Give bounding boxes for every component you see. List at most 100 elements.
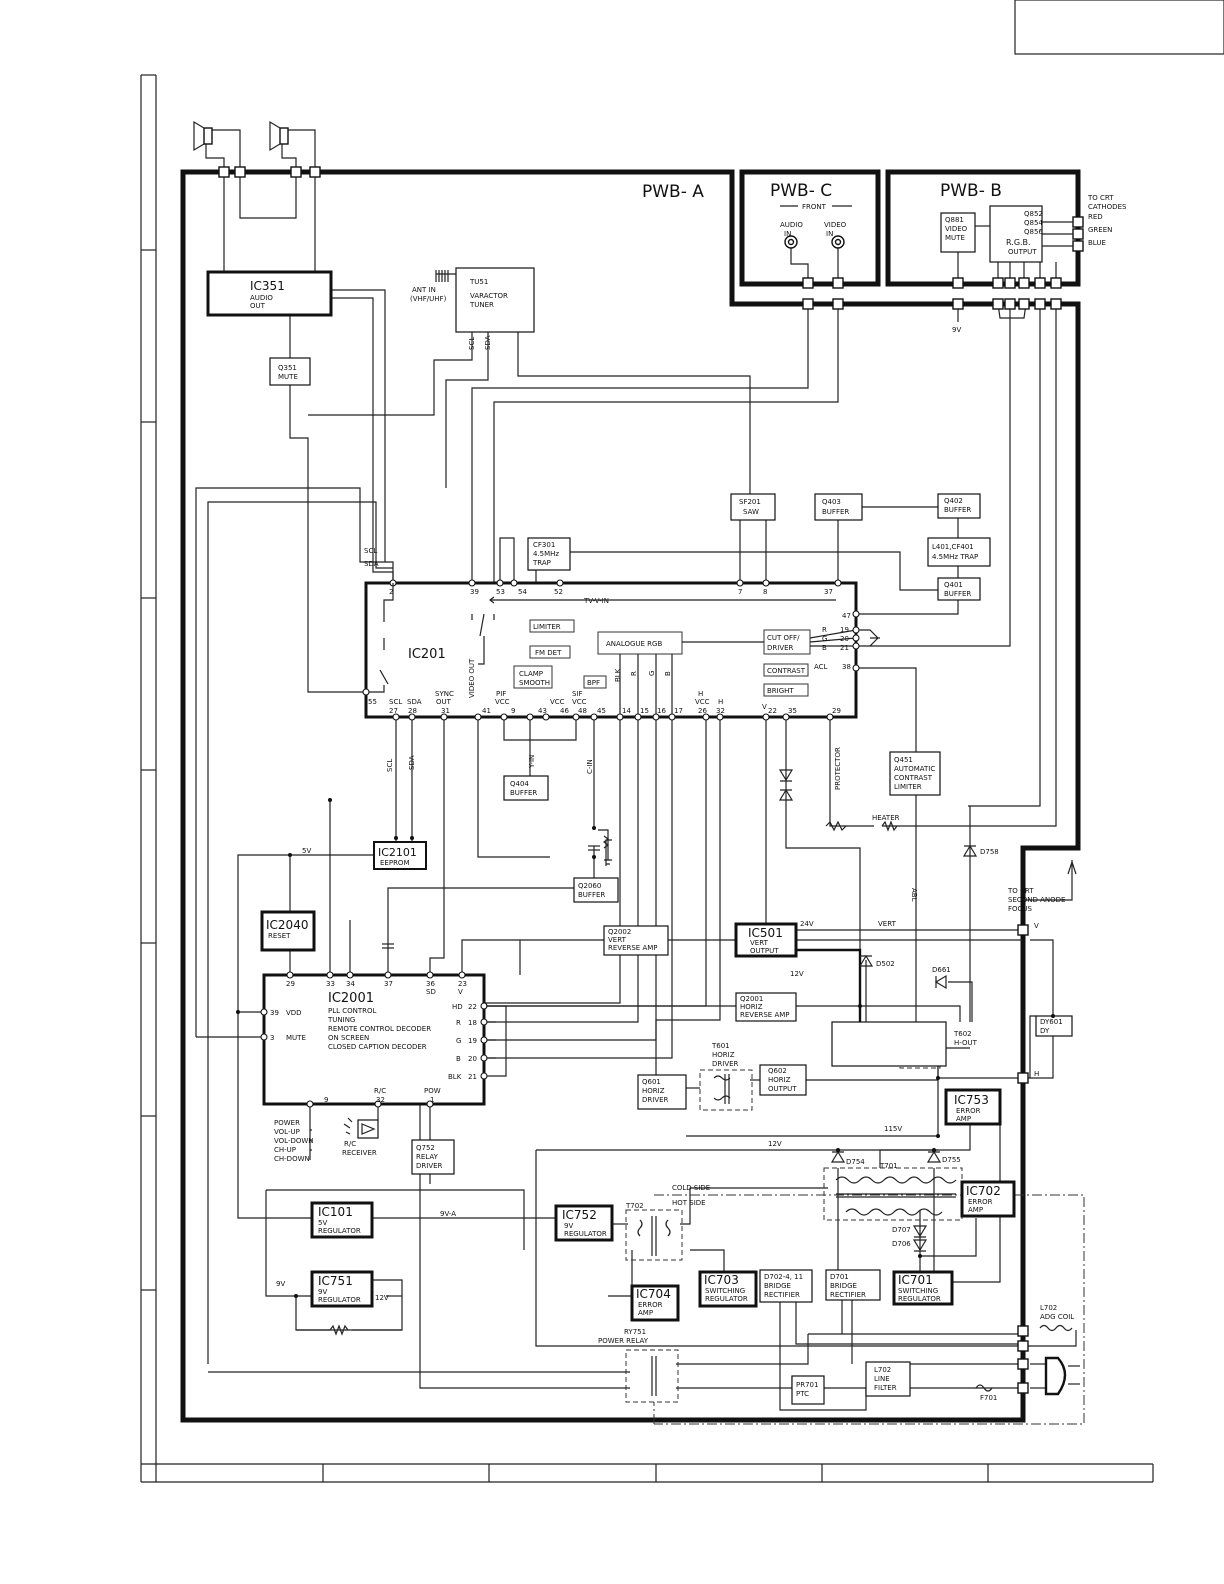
d755-label: D755	[942, 1156, 961, 1164]
supply-12v-b-label: 12V	[768, 1140, 782, 1148]
hot-side-label: HOT SIDE	[672, 1199, 706, 1207]
ac-plug-icon	[1044, 1356, 1080, 1396]
ic2001-block: IC2001 PLL CONTROL TUNING REMOTE CONTROL…	[260, 971, 507, 1108]
ic2001-rp-2-label: G	[456, 1037, 461, 1045]
ic201-rgb-pin-2-label: B	[822, 644, 827, 652]
page-frame	[140, 0, 1224, 1483]
ic753-name: IC753	[954, 1093, 989, 1107]
l702-filter-line-2: FILTER	[874, 1384, 897, 1392]
vert-label: VERT	[878, 920, 897, 928]
ic351-block: IC351 AUDIO OUT	[206, 270, 333, 317]
ic2001-tp-0: 29	[286, 980, 295, 988]
ic501-line-1: OUTPUT	[750, 947, 779, 955]
t701-label: T701	[879, 1162, 898, 1170]
ic2001-lp-0-label: VDD	[286, 1009, 302, 1017]
q752-line-1: RELAY	[416, 1153, 439, 1161]
t602-line-1: H-OUT	[954, 1039, 978, 1047]
ic2001-line-2: REMOTE CONTROL DECODER	[328, 1025, 431, 1033]
ic2001-tl-1: V	[458, 988, 463, 996]
ic2001-tp-1: 33	[326, 980, 335, 988]
sf201-block: SF201 SAW	[730, 493, 776, 521]
supply-12v-c-label: 12V	[375, 1294, 389, 1302]
l401-line-1: 4.5MHz TRAP	[932, 553, 978, 561]
q404-line-0: Q404	[510, 780, 529, 788]
key-1: VOL-UP	[274, 1128, 300, 1136]
q2002-line-0: Q2002	[608, 928, 631, 936]
ic501-name: IC501	[748, 926, 783, 940]
ic2001-tl-0: SD	[426, 988, 436, 996]
ic2001-lp-1-num: 3	[270, 1034, 274, 1042]
crt-red: RED	[1088, 213, 1103, 221]
crt-anode-line-1: SECOND ANODE	[1008, 896, 1065, 904]
q602-line-0: Q602	[768, 1067, 787, 1075]
q451-line-3: LIMITER	[894, 783, 922, 791]
q403-line-1: BUFFER	[822, 508, 849, 516]
ic2001-rp-0-label: HD	[452, 1003, 463, 1011]
ic2101-name: IC2101	[378, 846, 417, 859]
ic201-bl-10: VCC	[695, 698, 710, 706]
ic703-line-1: REGULATOR	[705, 1295, 748, 1303]
q881-line-0: Q881	[945, 216, 964, 224]
ic201-rgb-pin-1-num: 20	[840, 635, 849, 643]
ic752-line-1: REGULATOR	[564, 1230, 607, 1238]
bus-scl-label: SCL	[364, 547, 377, 555]
ic703-line-0: SWITCHING	[705, 1287, 745, 1295]
f701-label: F701	[980, 1394, 997, 1402]
ic201-fm-det: FM DET	[535, 649, 562, 657]
pwb-c-labels: FRONT AUDIO IN VIDEO IN	[780, 203, 852, 238]
ic201-bl-3: OUT	[436, 698, 452, 706]
ic201-contrast: CONTRAST	[767, 667, 806, 675]
ic201-bp-15: 22	[768, 707, 777, 715]
d758-label: D758	[980, 848, 999, 856]
ic2001-right-pins: HD 22 R 18 G 19 B 20 BLK 21	[448, 1002, 488, 1081]
d701-block: D701 BRIDGE RECTIFIER	[825, 1269, 881, 1301]
ic201-bp-2: 31	[441, 707, 450, 715]
ic701-line-1: REGULATOR	[898, 1295, 941, 1303]
t601-line-0: T601	[711, 1042, 730, 1050]
pr701-line-1: PTC	[796, 1390, 809, 1398]
ic201-blk: BLK	[614, 668, 622, 682]
l702-coil-line-0: L702	[1040, 1304, 1057, 1312]
supply-9v-a-label: 9V-A	[440, 1210, 456, 1218]
q881-line-2: MUTE	[945, 234, 965, 242]
q401-line-0: Q401	[944, 581, 963, 589]
rc-receiver-line-1: RECEIVER	[342, 1149, 377, 1157]
d502-label: D502	[876, 960, 895, 968]
rc-receiver-line-0: R/C	[344, 1140, 356, 1148]
key-0: POWER	[274, 1119, 300, 1127]
d754-label: D754	[846, 1158, 865, 1166]
pwb-a-label: PWB- A	[642, 182, 704, 202]
ic2001-rp-1-label: R	[456, 1019, 461, 1027]
ic201-bp-8: 45	[597, 707, 606, 715]
cf301-block: CF301 4.5MHz TRAP	[527, 537, 571, 571]
wires	[195, 129, 1082, 1411]
q351-line-1: MUTE	[278, 373, 298, 381]
l702-filter-line-0: L702	[874, 1366, 891, 1374]
l401-line-0: L401,CF401	[932, 543, 974, 551]
q2060-line-0: Q2060	[578, 882, 601, 890]
d707-label: D707	[892, 1226, 911, 1234]
ic752-line-0: 9V	[564, 1222, 573, 1230]
q601-line-0: Q601	[642, 1078, 661, 1086]
q601-block: Q601 HORIZ DRIVER	[637, 1074, 687, 1110]
h-terminal-label: H	[1034, 1070, 1039, 1078]
scl-vertical-label: SCL	[386, 759, 394, 772]
ic702-line-0: ERROR	[968, 1198, 993, 1206]
rgb-output-line-1: Q854	[1024, 219, 1043, 227]
l702-coil-line-1: ADG COIL	[1040, 1313, 1074, 1321]
ic501-line-0: VERT	[750, 939, 769, 947]
crt-cathodes-line-0: TO CRT	[1087, 194, 1114, 202]
ic201-bl-0: SCL	[389, 698, 402, 706]
sf201-line-1: SAW	[743, 508, 759, 516]
ic201-bp-16: 35	[788, 707, 797, 715]
ic2001-tp-5: 23	[458, 980, 467, 988]
ic2001-bottom-pins: 9 32 1 R/C POW	[306, 1087, 441, 1108]
rgb-output-line-0: Q852	[1024, 210, 1043, 218]
tu51-block: TU51 VARACTOR TUNER ANT IN (VHF/UHF) SCL…	[410, 267, 535, 350]
ic201-bottom-pins: 27 28 31 41 9 43 46 48 45 14 15 16 17 26…	[389, 707, 841, 721]
ic703-block: IC703 SWITCHING REGULATOR	[698, 1270, 758, 1308]
ic201-bp-10: 15	[640, 707, 649, 715]
pwb-b-9v-label: 9V	[952, 326, 961, 334]
q602-block: Q602 HORIZ OUTPUT	[759, 1064, 807, 1096]
